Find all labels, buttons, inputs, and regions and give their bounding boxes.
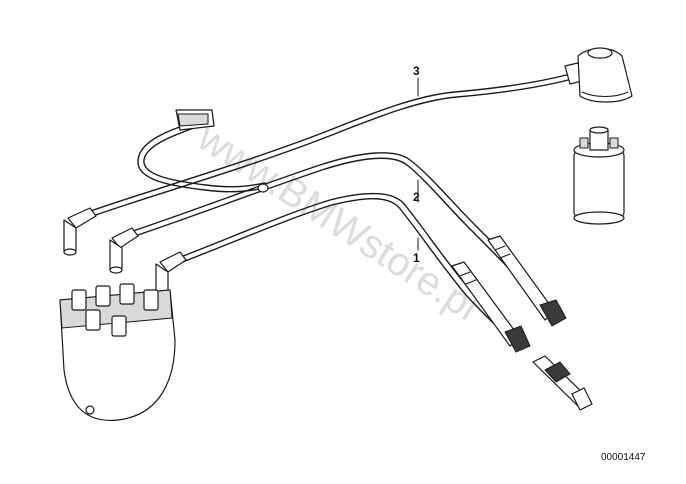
ignition-cable-3[interactable] [63, 73, 573, 256]
watermark: www.BMWstore.pl [189, 115, 486, 329]
callout-2: 2 [413, 190, 420, 204]
spark-plug [532, 355, 593, 411]
coil-boot[interactable] [564, 47, 633, 103]
distributor-cap [59, 283, 176, 421]
diagram-number: 00001447 [601, 452, 646, 463]
ignition-cable-1[interactable] [155, 192, 531, 353]
callout-1: 1 [413, 251, 420, 265]
ignition-coil [573, 126, 625, 225]
ignition-cable-2[interactable] [109, 152, 567, 327]
callout-3: 3 [413, 64, 420, 78]
wire-harness-loop [137, 109, 269, 193]
